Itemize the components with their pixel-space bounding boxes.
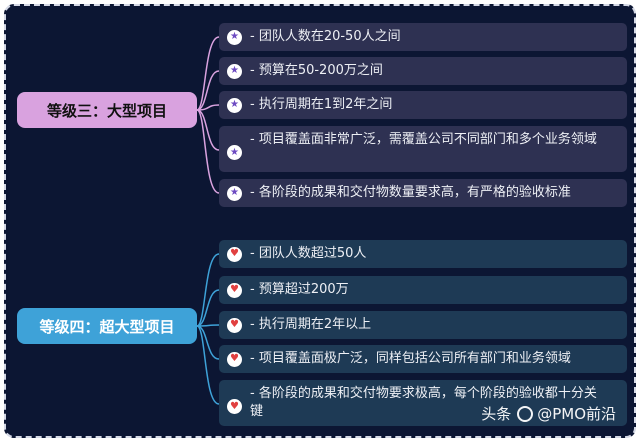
- heart-icon: ♥: [227, 351, 242, 367]
- star-icon: ★: [227, 63, 242, 79]
- list-item[interactable]: ★ - 执行周期在1到2年之间: [219, 91, 627, 119]
- heart-icon: ♥: [227, 282, 242, 298]
- connector-g4-0: [196, 253, 220, 327]
- connector-g3-2: [196, 104, 220, 111]
- list-item[interactable]: ★ - 项目覆盖面非常广泛，需覆盖公司不同部门和多个业务领域: [219, 126, 627, 172]
- category-level-4[interactable]: 等级四：超大型项目: [17, 308, 197, 344]
- list-item[interactable]: ★ - 团队人数在20-50人之间: [219, 23, 627, 51]
- list-item[interactable]: ♥ - 各阶段的成果和交付物要求极高，每个阶段的验收都十分关键: [219, 380, 627, 426]
- star-icon: ★: [227, 185, 242, 201]
- connector-g3-1: [196, 70, 220, 111]
- connector-g4-2: [196, 324, 220, 327]
- list-item[interactable]: ♥ - 执行周期在2年以上: [219, 311, 627, 339]
- heart-icon: ♥: [227, 246, 242, 262]
- star-icon: ★: [227, 145, 242, 160]
- connector-g3-3: [196, 109, 220, 151]
- watermark: 头条 @PMO前沿: [481, 405, 616, 423]
- connector-g3-0: [196, 36, 220, 111]
- category-level-3[interactable]: 等级三：大型项目: [17, 92, 197, 128]
- heart-icon: ♥: [227, 399, 242, 414]
- list-item[interactable]: ★ - 各阶段的成果和交付物数量要求高，有严格的验收标准: [219, 179, 627, 207]
- connector-g4-1: [196, 289, 220, 327]
- star-icon: ★: [227, 29, 242, 45]
- connector-g3-4: [196, 109, 220, 194]
- list-item[interactable]: ♥ - 团队人数超过50人: [219, 240, 627, 268]
- logo-icon: [517, 405, 534, 422]
- star-icon: ★: [227, 97, 242, 113]
- mindmap-frame: 等级三：大型项目 ★ - 团队人数在20-50人之间 ★ - 预算在50-200…: [4, 4, 636, 438]
- connector-lines: [196, 36, 220, 405]
- list-item[interactable]: ★ - 预算在50-200万之间: [219, 57, 627, 85]
- list-item[interactable]: ♥ - 项目覆盖面极广泛，同样包括公司所有部门和业务领域: [219, 345, 627, 373]
- connector-g4-4: [196, 325, 220, 405]
- heart-icon: ♥: [227, 317, 242, 333]
- list-item[interactable]: ♥ - 预算超过200万: [219, 276, 627, 304]
